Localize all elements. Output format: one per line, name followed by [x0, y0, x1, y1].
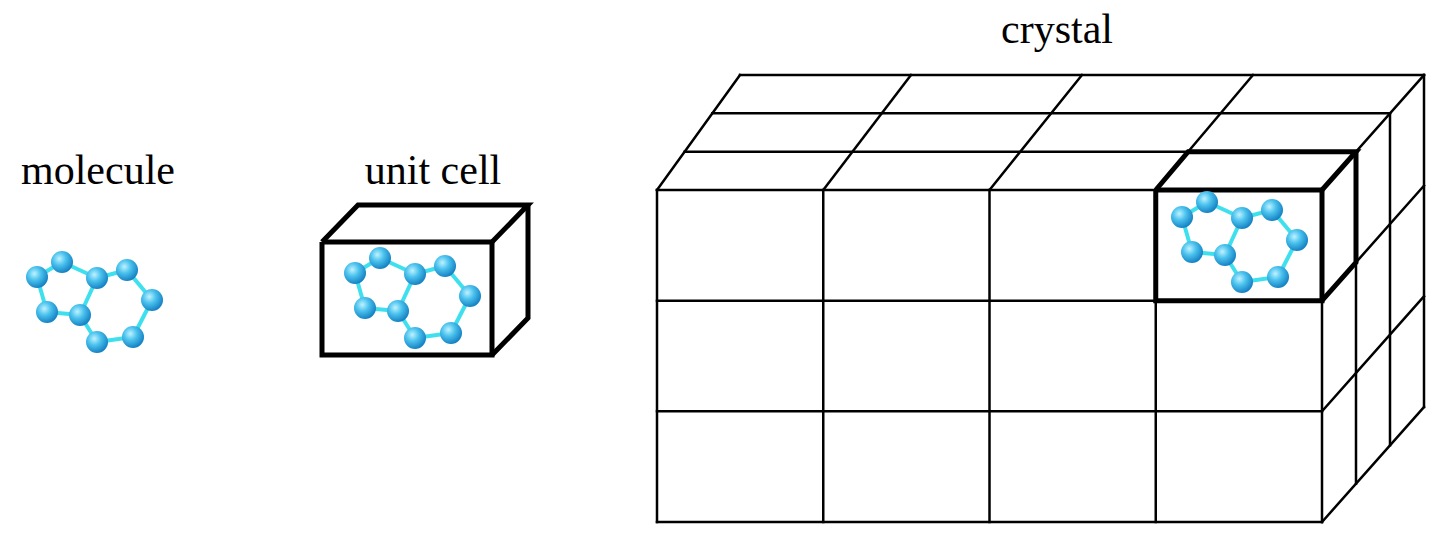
atom: [1267, 266, 1289, 288]
atom: [1286, 229, 1308, 251]
atom: [1231, 271, 1253, 293]
atom: [344, 262, 366, 284]
molecule-figure: [1171, 191, 1308, 293]
lattice-line: [657, 521, 1322, 524]
atom: [1196, 191, 1218, 213]
lattice-line: [822, 190, 825, 522]
lattice-line: [988, 190, 991, 522]
atom: [404, 327, 426, 349]
atom: [26, 266, 48, 288]
atom: [1231, 207, 1253, 229]
atom: [404, 263, 426, 285]
atom: [86, 267, 108, 289]
lattice-line: [1322, 407, 1424, 522]
highlighted-cell: [1156, 152, 1356, 190]
molecule-figure: [26, 251, 163, 353]
lattice-line: [657, 410, 1322, 413]
molecule-figure: [344, 247, 481, 349]
lattice-line: [740, 74, 1424, 77]
atom: [387, 300, 409, 322]
atom: [141, 289, 163, 311]
atom: [1171, 206, 1193, 228]
atom: [51, 251, 73, 273]
atom: [434, 255, 456, 277]
lattice-line: [712, 112, 1390, 115]
atom: [354, 297, 376, 319]
cell-outline: [322, 242, 492, 355]
atom: [86, 331, 108, 353]
highlighted-cell: [1156, 190, 1322, 301]
atom: [440, 322, 462, 344]
atom: [122, 326, 144, 348]
unit-cell-box: unit cell: [300, 130, 550, 370]
highlighted-cell: [1322, 152, 1356, 301]
cell-outline: [322, 205, 528, 242]
atom: [1261, 199, 1283, 221]
lattice-line: [656, 190, 659, 522]
lattice-line: [657, 75, 740, 190]
atom: [1181, 241, 1203, 263]
cell-outline: [492, 205, 528, 355]
lattice-line: [1322, 296, 1424, 411]
atom: [459, 285, 481, 307]
node-heading: crystal: [998, 5, 1116, 53]
lattice-line: [990, 75, 1083, 190]
atom: [1214, 244, 1236, 266]
atom: [69, 304, 91, 326]
node-heading: unit cell: [362, 146, 504, 194]
atom: [36, 301, 58, 323]
crystal-block-drawing: [630, 0, 1441, 533]
lattice-line: [1423, 75, 1426, 407]
part-label: molecule: [21, 146, 175, 194]
lattice-line: [823, 75, 911, 190]
lattice-line: [1389, 113, 1392, 445]
atom: [369, 247, 391, 269]
crystal-block: crystal: [630, 0, 1441, 533]
atom: [116, 259, 138, 281]
